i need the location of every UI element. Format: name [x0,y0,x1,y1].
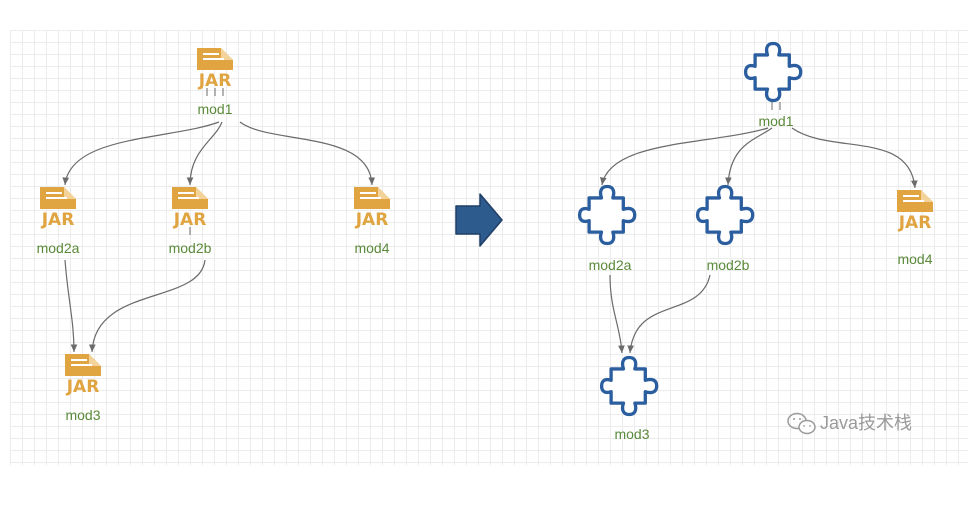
node-mod1-left: JAR mod1 [196,47,234,117]
node-label: mod1 [197,101,232,117]
edge-mod1-mod2a-right [600,127,769,186]
node-mod2a-left: JAR mod2a [37,186,80,256]
jar-icon-text: JAR [41,210,75,230]
puzzle-icon [695,184,755,246]
jar-icon-text: JAR [198,71,232,91]
node-mod2b-left: JAR mod2b [169,186,212,256]
edge-mod1-mod2b-left [186,121,223,186]
node-mod3-left: JAR mod3 [64,353,102,423]
edge-mod1-mod4-left [239,121,376,186]
jar-icon: JAR [64,353,102,397]
jar-icon: JAR [171,186,209,235]
node-label: mod2a [589,257,632,273]
edge-mod1-mod4-right [791,127,918,189]
node-label: mod4 [354,240,389,256]
jar-icon: JAR [39,186,77,230]
node-mod2b-right: mod2b [695,184,755,273]
diagram-canvas: JAR mod1 JAR mod2a JAR mod2b JAR mod4 JA… [10,30,968,465]
node-label: mod2b [707,257,750,273]
node-label: mod2a [37,240,80,256]
jar-icon-text: JAR [173,210,207,230]
puzzle-icon [743,41,803,103]
watermark-text: Java技术栈 [820,413,912,433]
edge-mod2a-mod3-left [64,259,78,353]
node-mod1-right: mod1 [743,41,803,129]
node-label: mod3 [614,426,649,442]
right-arrow-icon [455,193,503,247]
edge-mod2b-mod3-left [88,259,206,353]
watermark: Java技术栈 [787,412,912,435]
jar-icon-text: JAR [898,213,932,233]
jar-icon: JAR [196,47,234,96]
node-mod4-left: JAR mod4 [353,186,391,256]
jar-icon-text: JAR [66,377,100,397]
jar-icon: JAR [353,186,391,230]
wechat-icon [787,412,816,435]
jar-icon-text: JAR [355,210,389,230]
node-mod3-right: mod3 [599,355,659,442]
node-mod4-right: JAR mod4 [896,189,934,267]
puzzle-icon [599,355,659,417]
jar-icon: JAR [896,189,934,233]
node-mod2a-right: mod2a [577,184,637,273]
edge-mod1-mod2b-right [725,127,773,186]
edge-mod1-mod2a-left [62,121,220,186]
puzzle-icon [577,184,637,246]
node-label: mod3 [65,407,100,423]
node-label: mod4 [897,251,932,267]
node-label: mod1 [758,113,793,129]
node-label: mod2b [169,240,212,256]
edge-mod2b-mod3-right [627,274,711,354]
edge-mod2a-mod3-right [609,274,625,354]
